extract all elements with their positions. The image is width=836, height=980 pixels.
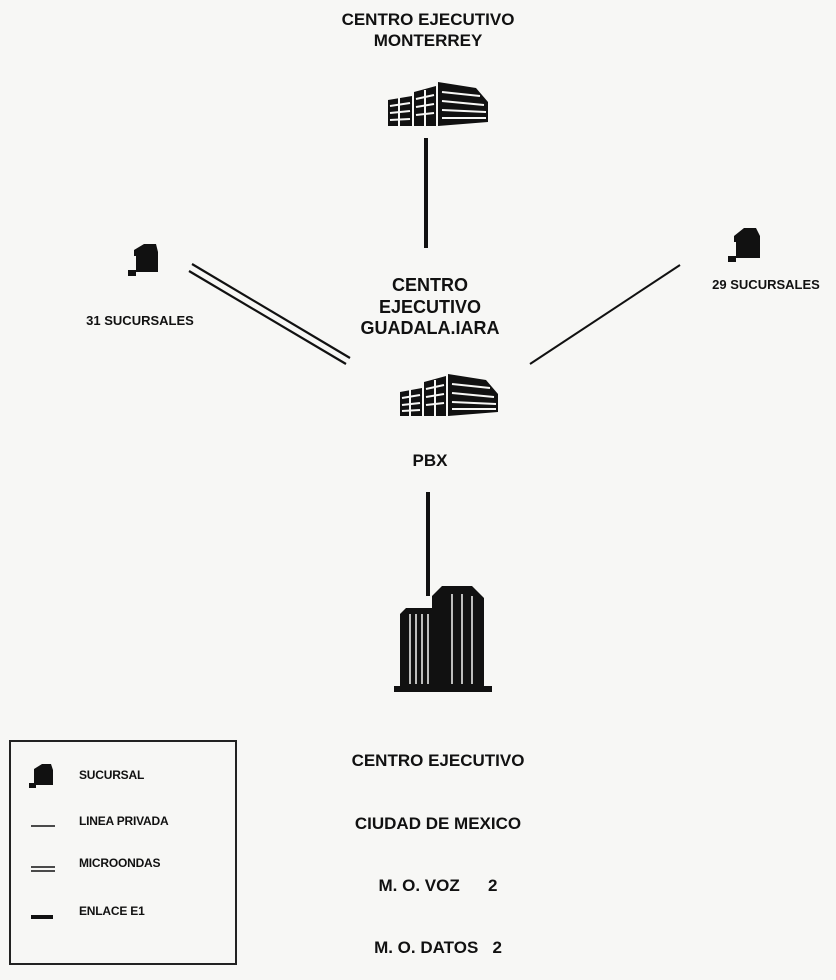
legend-item-microondas: MICROONDAS — [11, 852, 235, 876]
monterrey-label-line-1: CENTRO EJECUTIVO — [341, 10, 515, 29]
right-branch-icon — [728, 228, 760, 262]
left-branch-icon — [128, 244, 158, 276]
legend-item-linea-privada: LINEA PRIVADA — [11, 810, 235, 834]
e1-link-icon — [31, 915, 53, 919]
pbx-label: PBX — [412, 451, 448, 470]
link-right-branches-guadalajara — [529, 264, 681, 365]
legend-label-enlace-e1: ENLACE E1 — [79, 904, 145, 918]
link-left-branches-guadalajara — [188, 263, 351, 365]
mexico-label-line-1: CENTRO EJECUTIVO — [351, 751, 525, 771]
guadalajara-building-icon — [400, 374, 498, 416]
monterrey-label-line-2: MONTERREY — [373, 30, 483, 50]
monterrey-building-icon — [388, 82, 488, 126]
legend-label-sucursal: SUCURSAL — [79, 768, 145, 782]
private-line-icon — [31, 825, 55, 827]
guadalajara-label-line-1: CENTRO — [392, 275, 468, 295]
legend-label-linea-privada: LINEA PRIVADA — [79, 814, 169, 828]
legend-item-sucursal: SUCURSAL — [11, 764, 235, 788]
legend-label-microondas: MICROONDAS — [79, 856, 161, 870]
mexico-label-line-4: M. O. DATOS 2 — [374, 938, 502, 958]
microwave-icon — [31, 866, 55, 872]
guadalajara-label-line-3: GUADALA.IARA — [360, 318, 500, 339]
mexico-label: CENTRO EJECUTIVO CIUDAD DE MEXICO M. O. … — [318, 710, 558, 980]
legend: SUCURSAL LINEA PRIVADA MICROONDAS ENLACE… — [9, 740, 237, 965]
legend-item-enlace-e1: ENLACE E1 — [11, 900, 235, 924]
guadalajara-label-line-2: EJECUTIVO — [378, 296, 482, 317]
branch-icon — [29, 764, 53, 788]
monterrey-label: CENTRO EJECUTIVO MONTERREY — [318, 10, 538, 51]
left-branches-label: 31 SUCURSALES — [86, 313, 194, 328]
mexico-tower-icon — [394, 586, 492, 692]
right-branches-label: 29 SUCURSALES — [712, 277, 820, 292]
guadalajara-label: CENTRO EJECUTIVO GUADALA.IARA — [340, 275, 520, 340]
mexico-label-line-3: M. O. VOZ 2 — [378, 875, 498, 895]
mexico-label-line-2: CIUDAD DE MEXICO — [354, 813, 522, 833]
